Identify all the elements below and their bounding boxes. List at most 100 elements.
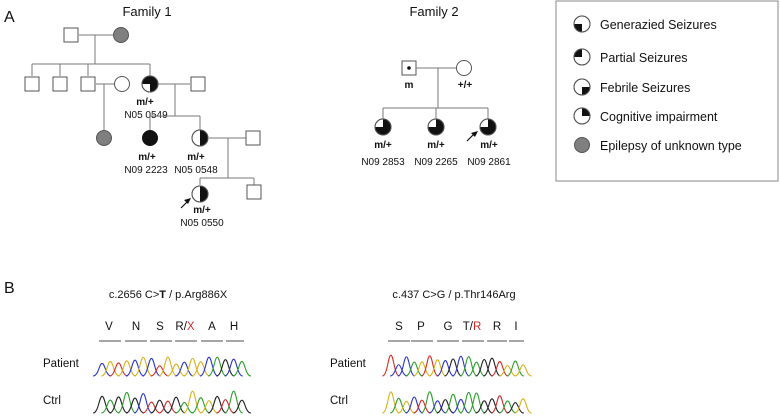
trace-peak xyxy=(166,396,186,414)
right-mutation-label: c.437 C>G / p.Thr146Arg xyxy=(392,289,515,301)
child-3-id: N09 2861 xyxy=(467,157,511,168)
trace-peak xyxy=(133,393,153,414)
father-genotype: m xyxy=(405,80,414,91)
ii3-male xyxy=(80,76,96,92)
iii-spouse-male xyxy=(245,130,261,146)
child-1-female xyxy=(374,118,392,136)
trace-peak xyxy=(413,361,431,377)
right-codon-3: T/R xyxy=(463,321,482,333)
legend-partial-label: Partial Seizures xyxy=(600,51,688,65)
iii2-female-affected xyxy=(142,130,158,146)
chromatogram-right-patient xyxy=(382,354,532,377)
trace-peak xyxy=(142,357,161,377)
child-2-id: N09 2265 xyxy=(414,157,458,168)
trace-peak xyxy=(514,364,532,377)
proband-arrow-family-2 xyxy=(466,131,478,142)
legend: Generazied Seizures Partial Seizures Feb… xyxy=(555,0,779,182)
trace-peak xyxy=(483,357,501,377)
trace-peak xyxy=(389,364,408,377)
ii2-male xyxy=(52,76,68,92)
trace-peak xyxy=(420,355,439,377)
trace-peak xyxy=(117,391,137,414)
trace-peak xyxy=(232,399,252,414)
ii1-male xyxy=(24,76,40,92)
chromatogram-left-ctrl xyxy=(92,390,252,414)
trace-peak xyxy=(199,400,219,414)
child-2-genotype: m/+ xyxy=(427,140,445,151)
trace-peak xyxy=(92,395,112,414)
trace-peak xyxy=(382,354,400,377)
iv1-female-proband xyxy=(191,185,209,203)
panel-a-label: A xyxy=(4,9,15,26)
mother-genotype: +/+ xyxy=(458,80,473,91)
left-codon-2: S xyxy=(156,321,164,333)
trace-peak xyxy=(420,391,439,414)
right-codon-2: G xyxy=(444,321,453,333)
legend-cognitive-icon xyxy=(573,107,591,125)
trace-peak xyxy=(491,395,509,414)
trace-peak xyxy=(133,356,153,377)
trace-peak xyxy=(191,397,210,414)
iii3-genotype: m/+ xyxy=(187,152,205,163)
trace-peak xyxy=(405,361,423,377)
trace-peak xyxy=(224,358,243,377)
legend-febrile-label: Febrile Seizures xyxy=(600,81,690,95)
trace-peak xyxy=(207,356,227,377)
ii-spouse-male xyxy=(190,76,206,92)
trace-peak xyxy=(101,360,120,377)
trace-peak xyxy=(150,365,169,377)
ii-spouse-female xyxy=(114,76,130,92)
trace-peak xyxy=(413,399,431,414)
trace-peak xyxy=(491,360,509,377)
family-2-pedigree: Family 2 m +/+ m/+ m xyxy=(361,4,511,168)
trace-peak xyxy=(199,356,219,377)
trace-peak xyxy=(444,393,462,414)
child-2-female xyxy=(427,118,445,136)
legend-generalized-label: Generazied Seizures xyxy=(600,18,717,32)
iv1-genotype: m/+ xyxy=(193,205,211,216)
trace-peak xyxy=(92,362,112,377)
right-codon-row: S P G T/R R I xyxy=(395,321,517,333)
legend-partial-icon xyxy=(573,48,591,66)
trace-peak xyxy=(452,355,470,377)
legend-epilepsy-icon xyxy=(574,137,590,153)
proband-arrow-family-1 xyxy=(180,198,191,209)
family-1-pedigree: Family 1 m/+ N05 0549 xyxy=(24,4,262,229)
trace-peak xyxy=(183,357,202,377)
trace-peak xyxy=(498,400,517,414)
right-ctrl-label: Ctrl xyxy=(330,395,348,407)
trace-peak xyxy=(101,399,120,414)
iii2-id: N09 2223 xyxy=(124,165,168,176)
trace-peak xyxy=(436,399,455,414)
trace-peak xyxy=(175,401,194,414)
left-patient-label: Patient xyxy=(43,358,80,370)
trace-peak xyxy=(158,356,178,377)
trace-peak xyxy=(224,390,243,414)
trace-peak xyxy=(207,395,227,414)
left-mutation-label: c.2656 C>T / p.Arg886X xyxy=(109,289,228,301)
ii3-female-proband-mother xyxy=(141,75,159,93)
trace-peak xyxy=(436,360,455,377)
trace-peak xyxy=(397,400,416,414)
left-codon-3: R/X xyxy=(175,321,195,333)
trace-peak xyxy=(428,359,447,377)
trace-peak xyxy=(232,360,252,377)
i1-male xyxy=(63,27,79,43)
trace-peak xyxy=(506,360,525,377)
ii3-id: N05 0549 xyxy=(124,110,168,121)
right-codon-0: S xyxy=(395,321,403,333)
right-patient-label: Patient xyxy=(330,358,367,370)
trace-peak xyxy=(109,396,128,414)
carrier-dot xyxy=(407,66,411,70)
trace-peak xyxy=(467,361,486,377)
iii2-genotype: m/+ xyxy=(138,152,156,163)
family-2-title: Family 2 xyxy=(409,4,458,19)
trace-peak xyxy=(514,398,532,414)
trace-peak xyxy=(475,358,493,377)
trace-peak xyxy=(467,392,486,414)
right-codon-4: R xyxy=(493,321,501,333)
left-codon-5: H xyxy=(230,321,238,333)
left-codon-row: V N S R/X A H xyxy=(105,321,238,333)
trace-peak xyxy=(459,391,478,414)
